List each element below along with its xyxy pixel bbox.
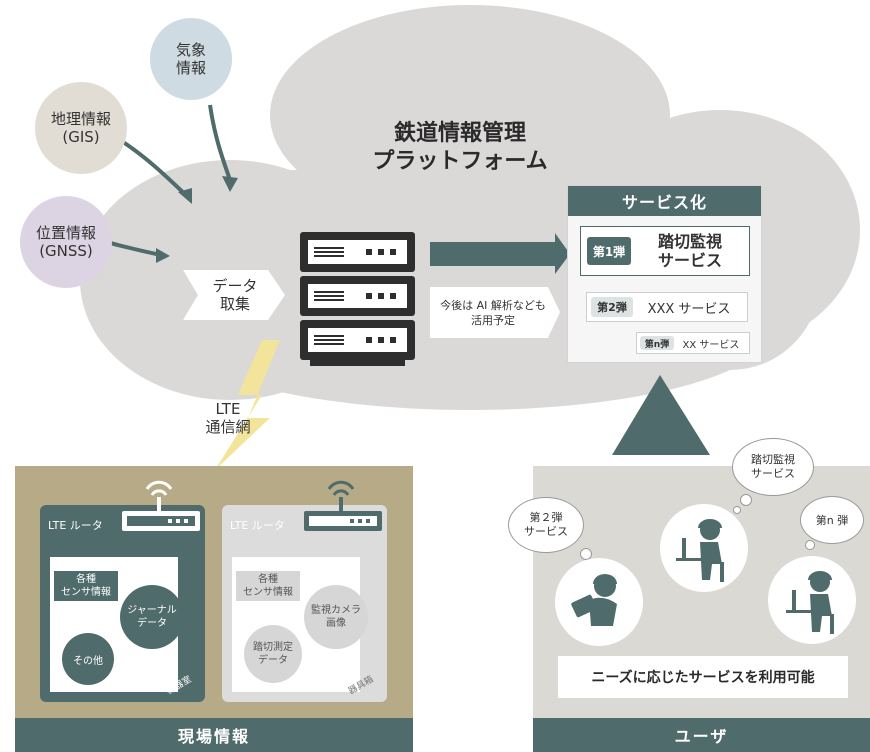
lightning-bolt	[215, 340, 280, 470]
other-circle: その他	[62, 633, 114, 685]
router-label-1: LTE ルータ	[48, 519, 103, 532]
service-label-3: XX サービス	[682, 339, 740, 351]
user-desk-circle-1	[660, 504, 748, 592]
worker-desk-icon	[676, 519, 724, 582]
equipment-box: LTE ルータ 各種 センサ情報 監視カメラ 画像 踏切測定 データ 器具箱	[222, 480, 387, 702]
router-label-2: LTE ルータ	[230, 519, 285, 532]
services-panel: サービス化 第1弾 踏切監視 サービス 第2弾 XXX サービス 第n弾 XX …	[567, 185, 762, 363]
service-item-2: 第2弾 XXX サービス	[586, 292, 748, 322]
thought-dot	[740, 494, 752, 506]
user-footer: ユーザ	[533, 718, 870, 752]
user-caption: ニーズに応じたサービスを利用可能	[558, 656, 848, 698]
thought-dot	[805, 540, 815, 550]
user-tablet-circle	[555, 558, 643, 646]
service-item-1: 第1弾 踏切監視 サービス	[580, 226, 750, 276]
data-collection-label: データ 取集	[212, 277, 258, 313]
journal-data-circle: ジャーナル データ	[120, 585, 184, 649]
lte-network-label: LTE 通信網	[205, 400, 251, 436]
thought-bubble-service-2: 第２弾 サービス	[508, 497, 584, 553]
data-collection-arrow	[183, 270, 285, 320]
thought-dot	[733, 506, 741, 514]
crossing-measurement-circle: 踏切測定 データ	[244, 625, 302, 683]
weather-info-bubble: 気象 情報	[150, 18, 232, 100]
service-tag-3: 第n弾	[640, 336, 674, 350]
camera-image-circle: 監視カメラ 画像	[304, 585, 368, 649]
platform-title: 鉄道情報管理 プラットフォーム	[372, 121, 548, 174]
worker-tablet-icon	[571, 574, 617, 626]
router-icon-2	[304, 477, 382, 535]
router-icon-1	[122, 477, 200, 535]
service-item-3: 第n弾 XX サービス	[636, 332, 750, 354]
services-header: サービス化	[568, 186, 761, 216]
service-tag-2: 第2弾	[591, 297, 633, 317]
worker-desk-icon	[786, 571, 834, 634]
equipment-room-box: LTE ルータ 各種 センサ情報 ジャーナル データ その他 機器室	[40, 480, 205, 702]
user-desk-circle-2	[768, 556, 856, 644]
ai-note: 今後は AI 解析なども 活用予定	[440, 299, 546, 327]
thought-bubble-crossing: 踏切監視 サービス	[732, 438, 814, 496]
service-tag-1: 第1弾	[587, 237, 631, 265]
sensor-label-2: 各種 センサ情報	[236, 571, 300, 601]
user-triangle	[612, 375, 710, 455]
site-info-footer: 現場情報	[15, 718, 413, 752]
server-stack-icon	[300, 232, 415, 366]
sensor-label-1: 各種 センサ情報	[54, 571, 118, 601]
gis-info-bubble: 地理情報 (GIS)	[35, 82, 127, 174]
service-label-2: XXX サービス	[647, 301, 731, 317]
output-arrow	[430, 233, 570, 274]
service-label-1: 踏切監視 サービス	[657, 232, 722, 270]
gnss-info-bubble: 位置情報 (GNSS)	[20, 196, 112, 288]
thought-bubble-service-n: 第n 弾	[800, 496, 864, 544]
